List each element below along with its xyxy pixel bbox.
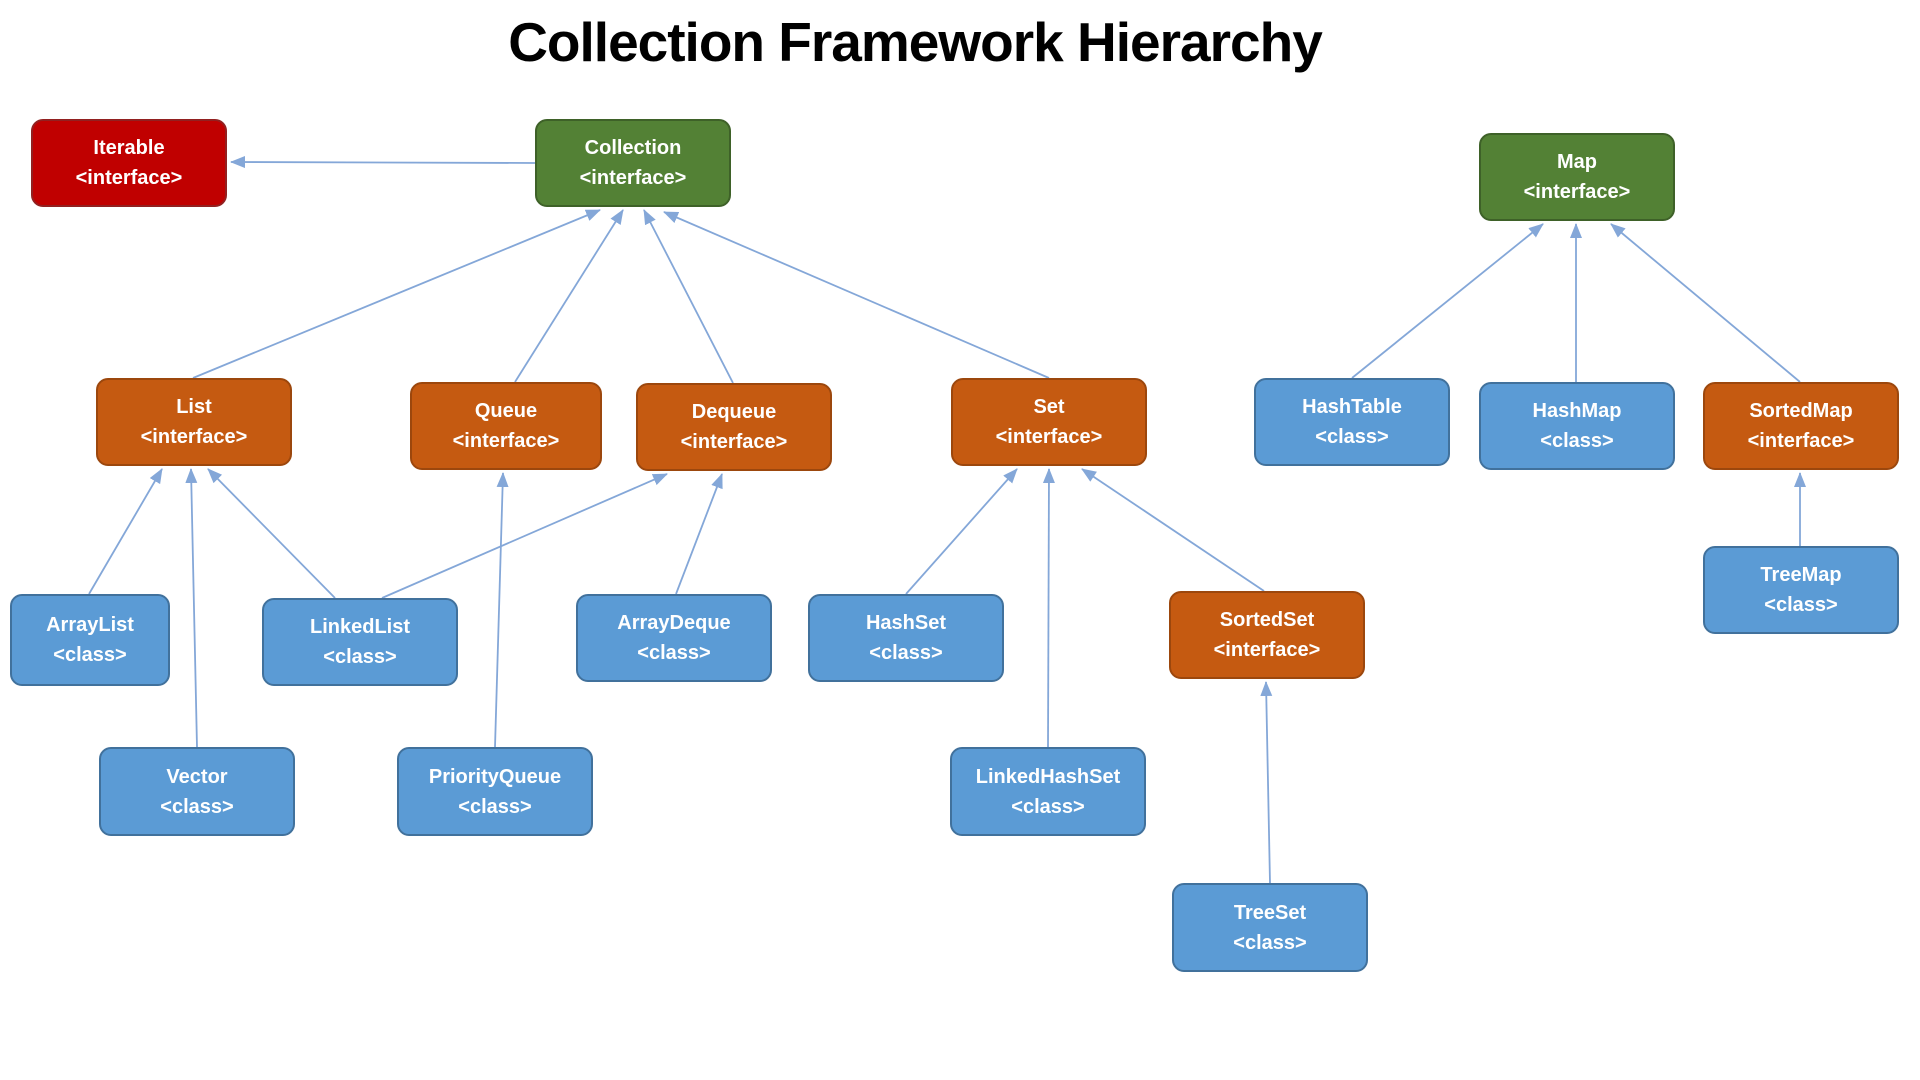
node-hashset-tag: <class>	[869, 642, 943, 664]
node-sortedmap-name: SortedMap	[1749, 400, 1853, 422]
edge-hashtable-to-map	[1351, 223, 1544, 379]
node-linkedlist-name: LinkedList	[309, 616, 410, 638]
node-treemap-tag: <class>	[1764, 594, 1838, 616]
node-iterable-tag: <interface>	[75, 167, 183, 189]
node-hashmap-tag: <class>	[1540, 430, 1614, 452]
edge-hashset-to-set	[905, 468, 1018, 595]
node-priorityqueue-tag: <class>	[458, 795, 532, 818]
node-sortedmap: SortedMap <interface>	[1703, 382, 1899, 470]
node-arraydeque-tag: <class>	[637, 642, 711, 664]
edge-arraydeque-to-dequeue	[675, 473, 723, 595]
node-hashtable-tag: <class>	[1315, 426, 1389, 448]
node-sortedset-name: SortedSet	[1219, 609, 1315, 631]
node-treemap-name: TreeMap	[1760, 564, 1842, 586]
node-list-name: List	[176, 396, 212, 418]
node-iterable-name: Iterable	[93, 137, 165, 159]
node-hashmap-name: HashMap	[1532, 400, 1622, 422]
node-priorityqueue-name: PriorityQueue	[428, 765, 562, 788]
node-map-name: Map	[1557, 151, 1597, 173]
edge-priorityqueue-to-queue	[494, 472, 509, 748]
edge-linkedlist-to-list	[207, 468, 336, 599]
node-linkedlist-tag: <class>	[323, 646, 397, 668]
node-sortedset: SortedSet <interface>	[1169, 591, 1365, 679]
edge-list-to-collection	[192, 209, 601, 379]
node-linkedlist: LinkedList <class>	[262, 598, 458, 686]
node-treeset-name: TreeSet	[1233, 901, 1307, 924]
edge-linkedhashset-to-set	[1042, 468, 1055, 748]
edge-arraylist-to-list	[88, 468, 163, 595]
edge-collection-to-iterable	[230, 156, 536, 169]
node-collection-tag: <interface>	[579, 167, 687, 189]
node-set-tag: <interface>	[995, 426, 1103, 448]
node-sortedset-tag: <interface>	[1213, 639, 1321, 661]
node-sortedmap-tag: <interface>	[1747, 430, 1855, 452]
node-queue-tag: <interface>	[452, 430, 560, 452]
node-dequeue: Dequeue <interface>	[636, 383, 832, 471]
edge-linkedlist-to-dequeue	[381, 473, 668, 599]
edge-vector-to-list	[185, 468, 198, 748]
node-map: Map <interface>	[1479, 133, 1675, 221]
edge-treeset-to-sortedset	[1260, 681, 1273, 884]
node-hashmap: HashMap <class>	[1479, 382, 1675, 470]
node-dequeue-name: Dequeue	[691, 401, 777, 423]
node-linkedhashset-name: LinkedHashSet	[975, 765, 1121, 788]
node-linkedhashset-tag: <class>	[1011, 795, 1085, 818]
node-arraydeque-name: ArrayDeque	[617, 612, 731, 634]
node-dequeue-tag: <interface>	[680, 431, 788, 453]
node-priorityqueue: PriorityQueue <class>	[397, 747, 593, 836]
page-title: Collection Framework Hierarchy	[508, 11, 1323, 73]
node-linkedhashset: LinkedHashSet <class>	[950, 747, 1146, 836]
node-set-name: Set	[1033, 396, 1065, 418]
node-treeset: TreeSet <class>	[1172, 883, 1368, 972]
node-collection: Collection <interface>	[535, 119, 731, 207]
node-treeset-tag: <class>	[1233, 931, 1307, 954]
node-list-tag: <interface>	[140, 426, 248, 448]
node-collection-name: Collection	[584, 137, 682, 159]
node-arraylist: ArrayList <class>	[10, 594, 170, 686]
node-vector: Vector <class>	[99, 747, 295, 836]
node-list: List <interface>	[96, 378, 292, 466]
node-treemap: TreeMap <class>	[1703, 546, 1899, 634]
node-set: Set <interface>	[951, 378, 1147, 466]
node-hashset: HashSet <class>	[808, 594, 1004, 682]
node-arraylist-name: ArrayList	[46, 614, 134, 636]
edge-sortedmap-to-map	[1610, 223, 1801, 383]
edge-queue-to-collection	[514, 209, 624, 383]
node-vector-tag: <class>	[160, 795, 234, 818]
edge-sortedset-to-set	[1081, 468, 1265, 592]
node-arraydeque: ArrayDeque <class>	[576, 594, 772, 682]
edge-set-to-collection	[663, 211, 1050, 379]
node-hashset-name: HashSet	[865, 612, 947, 634]
node-arraylist-tag: <class>	[53, 644, 127, 666]
edge-dequeue-to-collection	[643, 209, 734, 384]
node-iterable: Iterable <interface>	[31, 119, 227, 207]
node-queue: Queue <interface>	[410, 382, 602, 470]
node-map-tag: <interface>	[1523, 181, 1631, 203]
node-hashtable-name: HashTable	[1302, 396, 1402, 418]
node-hashtable: HashTable <class>	[1254, 378, 1450, 466]
node-vector-name: Vector	[166, 765, 228, 788]
node-queue-name: Queue	[474, 400, 538, 422]
